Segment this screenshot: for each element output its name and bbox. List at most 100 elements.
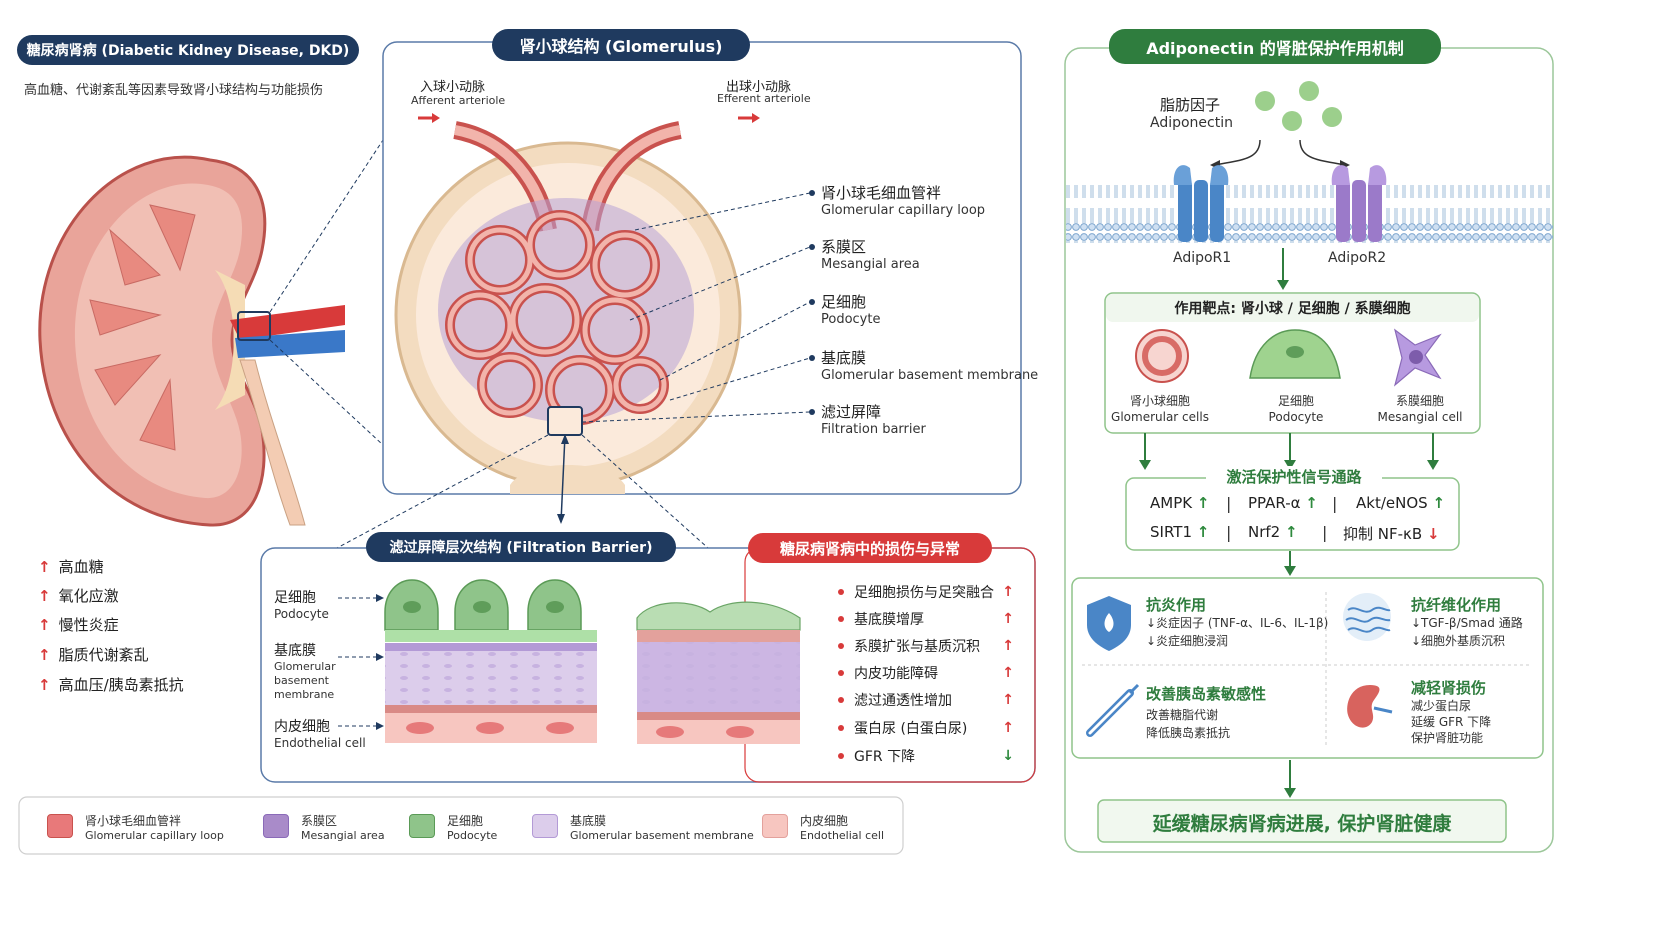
fb-podocyte-label-en: Podocyte xyxy=(274,607,329,621)
capillary-loop-label: 肾小球毛细血管袢 xyxy=(821,184,942,202)
efferent-label: 出球小动脉 xyxy=(726,80,792,95)
filtration-barrier-label: 滤过屏障 xyxy=(821,403,882,421)
signal-nrf2: Nrf2 ↑ xyxy=(1248,523,1298,541)
efferent-label-en: Efferent arteriole xyxy=(717,92,811,105)
effect-anti-inflammatory-title: 抗炎作用 xyxy=(1146,596,1207,614)
arrow-up-icon: ↑ xyxy=(38,675,51,694)
effect-line: 改善糖脂代谢 xyxy=(1146,708,1219,722)
gbm-label-en: Glomerular basement membrane xyxy=(821,368,1039,383)
arrow-up-icon: ↑ xyxy=(1285,523,1298,541)
target-podocyte-label-en: Podocyte xyxy=(1268,410,1324,424)
risk-factor: ↑高血糖 xyxy=(38,557,104,577)
podocyte-label: 足细胞 xyxy=(821,293,867,311)
filtration-barrier-label-en: Filtration barrier xyxy=(821,422,926,437)
target-glomerular-label: 肾小球细胞 xyxy=(1129,394,1190,408)
legend-swatch xyxy=(762,814,788,838)
legend-swatch xyxy=(532,814,558,838)
kidney-illustration xyxy=(38,139,384,527)
bullet-icon xyxy=(838,753,844,759)
mesangial-label: 系膜区 xyxy=(821,238,867,256)
signal-title: 激活保护性信号通路 xyxy=(1206,466,1382,487)
arrow-up-icon: ↑ xyxy=(1305,494,1318,512)
effect-insulin-title: 改善胰岛素敏感性 xyxy=(1146,685,1267,703)
effect-anti-fibrosis-title: 抗纤维化作用 xyxy=(1411,596,1502,614)
signal-ampk: AMPK ↑ xyxy=(1150,494,1210,512)
arrow-down-icon: ↓ xyxy=(1426,525,1440,543)
arrow-up-icon: ↑ xyxy=(1432,494,1446,512)
effect-line: ↓炎症细胞浸润 xyxy=(1146,634,1229,648)
separator: | xyxy=(1332,494,1338,513)
afferent-label: 入球小动脉 xyxy=(420,80,486,95)
damage-item: 内皮功能障碍↑ xyxy=(838,663,1014,683)
fb-gbm-label-en-1: Glomerular xyxy=(274,660,336,673)
dkd-subtitle: 高血糖、代谢紊乱等因素导致肾小球结构与功能损伤 xyxy=(24,83,324,98)
bullet-icon xyxy=(838,697,844,703)
damage-item: 蛋白尿 (白蛋白尿)↑ xyxy=(838,718,1014,738)
effect-line: 减少蛋白尿 xyxy=(1411,699,1472,713)
glomerulus-illustration xyxy=(336,113,815,549)
risk-factor: ↑慢性炎症 xyxy=(38,615,119,635)
target-glomerular-label-en: Glomerular cells xyxy=(1111,410,1209,424)
damage-item: GFR 下降↓ xyxy=(838,746,1014,766)
damage-item: 足细胞损伤与足突融合↑ xyxy=(838,582,1014,602)
arrow-up-icon: ↑ xyxy=(38,557,51,576)
legend-swatch xyxy=(263,814,289,838)
legend-swatch xyxy=(409,814,435,838)
signal-sirt1: SIRT1 ↑ xyxy=(1150,523,1210,541)
filtration-barrier-normal xyxy=(338,579,597,743)
effect-kidney-title: 减轻肾损伤 xyxy=(1411,679,1487,697)
dkd-title: 糖尿病肾病 (Diabetic Kidney Disease, DKD) xyxy=(17,35,359,65)
fb-gbm-label-en-2: basement xyxy=(274,674,329,687)
bullet-icon xyxy=(838,589,844,595)
separator: | xyxy=(1322,523,1328,542)
signal-ppar: PPAR-α ↑ xyxy=(1248,494,1318,512)
target-podocyte-label: 足细胞 xyxy=(1277,394,1314,408)
adiponectin-graphics xyxy=(1066,81,1553,843)
capillary-loop-label-en: Glomerular capillary loop xyxy=(821,203,986,218)
effect-line: 延缓 GFR 下降 xyxy=(1411,715,1492,729)
bullet-icon xyxy=(838,643,844,649)
fb-podocyte-label: 足细胞 xyxy=(274,590,316,606)
filtration-barrier-damaged xyxy=(636,601,801,744)
fb-gbm-label: 基底膜 xyxy=(274,643,316,659)
separator: | xyxy=(1226,523,1232,542)
arrow-up-icon: ↑ xyxy=(38,645,51,664)
arrow-up-icon: ↑ xyxy=(38,615,51,634)
arrow-up-icon: ↑ xyxy=(1196,523,1210,541)
legend-swatch xyxy=(47,814,73,838)
effect-line: ↓细胞外基质沉积 xyxy=(1411,634,1506,648)
adipor2-label: AdipoR2 xyxy=(1328,250,1387,266)
afferent-label-en: Afferent arteriole xyxy=(411,94,506,107)
bullet-icon xyxy=(838,725,844,731)
effect-line: ↓TGF-β/Smad 通路 xyxy=(1411,616,1523,630)
adiponectin-title: Adiponectin 的肾脏保护作用机制 xyxy=(1109,29,1441,64)
bullet-icon xyxy=(838,670,844,676)
signal-akt: Akt/eNOS ↑ xyxy=(1356,494,1446,512)
gbm-label: 基底膜 xyxy=(821,349,867,367)
risk-factor: ↑高血压/胰岛素抵抗 xyxy=(38,675,184,695)
risk-factor: ↑脂质代谢紊乱 xyxy=(38,645,149,665)
effect-line: 降低胰岛素抵抗 xyxy=(1146,726,1231,740)
mesangial-label-en: Mesangial area xyxy=(821,257,920,272)
adipokine-label: 脂肪因子 xyxy=(1160,96,1221,114)
separator: | xyxy=(1226,494,1232,513)
filtration-title: 滤过屏障层次结构 (Filtration Barrier) xyxy=(366,532,676,562)
damage-item: 系膜扩张与基质沉积↑ xyxy=(838,636,1014,656)
damage-item: 滤过通透性增加↑ xyxy=(838,690,1014,710)
effect-line: ↓炎症因子 (TNF-α、IL-6、IL-1β) xyxy=(1146,616,1329,630)
fb-endo-label-en: Endothelial cell xyxy=(274,736,366,750)
bullet-icon xyxy=(838,616,844,622)
adipor1-label: AdipoR1 xyxy=(1173,250,1232,266)
podocyte-label-en: Podocyte xyxy=(821,312,881,327)
target-mesangial-label-en: Mesangial cell xyxy=(1377,410,1463,424)
arrow-up-icon: ↑ xyxy=(1196,494,1210,512)
effect-line: 保护肾脏功能 xyxy=(1411,731,1484,745)
target-mesangial-label: 系膜细胞 xyxy=(1395,394,1444,408)
conclusion: 延缓糖尿病肾病进展, 保护肾脏健康 xyxy=(1152,813,1452,835)
damage-item: 基底膜增厚↑ xyxy=(838,609,1014,629)
